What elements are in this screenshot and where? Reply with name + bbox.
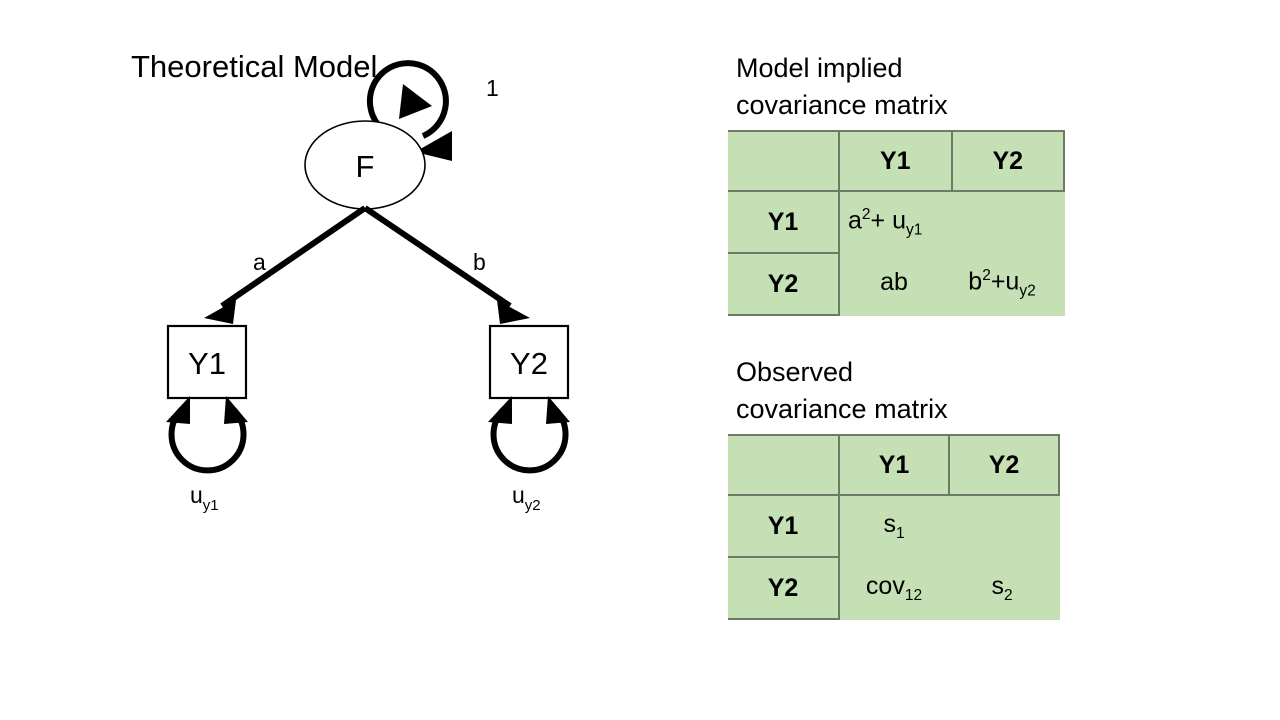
loading-a-line [220, 205, 367, 309]
residual-loop-y1 [166, 396, 248, 474]
variance-loop-arrowhead-right [415, 131, 452, 161]
cell-y1-y1: a2+ uy1 [848, 205, 923, 239]
row-header-y2: Y2 [728, 557, 840, 620]
residual-loop-y2-arrowhead-right [546, 396, 570, 424]
table-row: Y1 a2+ uy1 [728, 191, 1064, 254]
residual-label-y2: uy2 [512, 482, 541, 514]
model-implied-covariance-table: Y1 Y2 Y1 a2+ uy1 Y2 ab b2+uy2 [728, 130, 1065, 316]
row-header-y1: Y1 [728, 191, 840, 254]
data-row-y2: ab b2+uy2 [839, 253, 1064, 315]
residual-loop-y2-arc [490, 406, 569, 474]
loading-path-a [204, 205, 367, 324]
data-row-y1: a2+ uy1 [839, 191, 1064, 253]
residual-label-y2-base: u [512, 482, 525, 508]
observed-matrix-block: Observed covariance matrix Y1 Y2 Y1 s1 Y… [728, 354, 1060, 620]
latent-factor-label: F [356, 149, 375, 184]
cell-y1-y1: s1 [883, 510, 905, 542]
residual-loop-y2-arrowhead-left [488, 396, 512, 424]
cell-y2-y1: cov12 [865, 571, 923, 604]
loading-b-label: b [473, 249, 486, 275]
observed-node-y2-label: Y2 [510, 346, 548, 381]
column-header-y1: Y1 [839, 434, 950, 496]
header-corner-cell [728, 130, 840, 192]
table-header-row: Y1 Y2 [728, 130, 1065, 192]
observed-covariance-table: Y1 Y2 Y1 s1 Y2 cov12 s2 [728, 434, 1060, 620]
observed-matrix-heading: Observed covariance matrix [736, 357, 948, 424]
residual-loop-y1-arrowhead-right [224, 396, 248, 424]
cell-y2-y2: s2 [991, 571, 1013, 604]
observed-node-y1 [166, 324, 248, 400]
table-row: Y1 s1 [728, 495, 1059, 558]
variance-loop-arrowhead-left [399, 84, 432, 119]
table-header-row: Y1 Y2 [728, 434, 1060, 496]
loading-path-b [363, 205, 530, 324]
column-header-y1: Y1 [839, 130, 953, 192]
column-header-y2: Y2 [949, 434, 1060, 496]
column-header-y2: Y2 [951, 130, 1065, 192]
cell-y2-y2: b2+uy2 [968, 267, 1036, 300]
path-diagram: 1 F a b Y1 uy1 Y2 [166, 60, 570, 514]
residual-loop-y1-arc [168, 406, 247, 474]
residual-label-y1-sub: y1 [203, 497, 219, 514]
residual-loop-y2 [488, 396, 570, 474]
loading-a-label: a [253, 249, 266, 275]
observed-node-y1-label: Y1 [188, 346, 226, 381]
observed-node-y2 [488, 324, 570, 400]
table-row: Y2 cov12 s2 [728, 557, 1059, 620]
loading-b-arrowhead [497, 300, 530, 324]
residual-label-y1: uy1 [190, 482, 219, 514]
residual-label-y2-sub: y2 [525, 497, 541, 514]
data-row-y2: cov12 s2 [839, 557, 1059, 619]
residual-loop-y1-arrowhead-left [166, 396, 190, 424]
header-corner-cell [728, 434, 840, 496]
table-row: Y2 ab b2+uy2 [728, 253, 1064, 316]
cell-y2-y1: ab [880, 267, 908, 296]
loading-b-line [363, 205, 512, 309]
variance-label: 1 [486, 75, 499, 101]
loading-a-arrowhead [204, 300, 236, 324]
data-row-y1: s1 [839, 495, 1059, 557]
page-title: Theoretical Model [131, 49, 378, 84]
row-header-y1: Y1 [728, 495, 840, 558]
model-implied-matrix-heading: Model implied covariance matrix [736, 53, 948, 120]
residual-label-y1-base: u [190, 482, 203, 508]
model-implied-matrix-block: Model implied covariance matrix Y1 Y2 Y1… [728, 50, 1065, 316]
row-header-y2: Y2 [728, 253, 840, 316]
